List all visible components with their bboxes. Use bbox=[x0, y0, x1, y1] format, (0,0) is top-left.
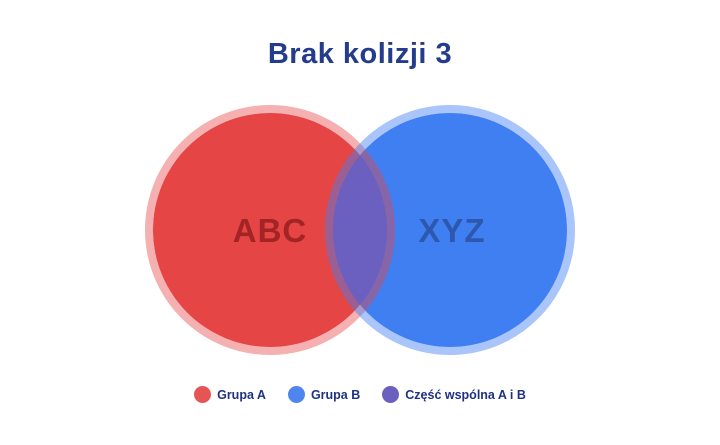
legend-purple-dot-icon bbox=[382, 386, 400, 403]
right-circle bbox=[333, 113, 567, 347]
legend-label-group-b: Grupa B bbox=[310, 387, 361, 402]
legend-label-group-a: Grupa A bbox=[217, 387, 266, 402]
page-title: Brak kolizji 3 bbox=[267, 38, 453, 70]
legend-red-dot-circle bbox=[194, 386, 212, 403]
legend-purple-dot-circle bbox=[382, 386, 400, 403]
left-circle-label: ABC bbox=[232, 212, 308, 249]
legend-item-group-b: Grupa B bbox=[287, 386, 361, 403]
right-circle-rim bbox=[325, 105, 575, 355]
legend-blue-dot-circle bbox=[287, 386, 305, 403]
legend-item-group-a: Grupa A bbox=[194, 386, 266, 403]
left-circle-rim bbox=[145, 105, 395, 355]
legend: Grupa A Grupa B Część wspólna A i B bbox=[0, 386, 720, 403]
right-circle-label: XYZ bbox=[418, 212, 486, 249]
legend-label-intersection: Część wspólna A i B bbox=[405, 387, 526, 402]
left-circle bbox=[153, 113, 387, 347]
legend-blue-dot-icon bbox=[287, 386, 305, 403]
legend-red-dot-icon bbox=[194, 386, 212, 403]
legend-item-intersection: Część wspólna A i B bbox=[382, 386, 526, 403]
